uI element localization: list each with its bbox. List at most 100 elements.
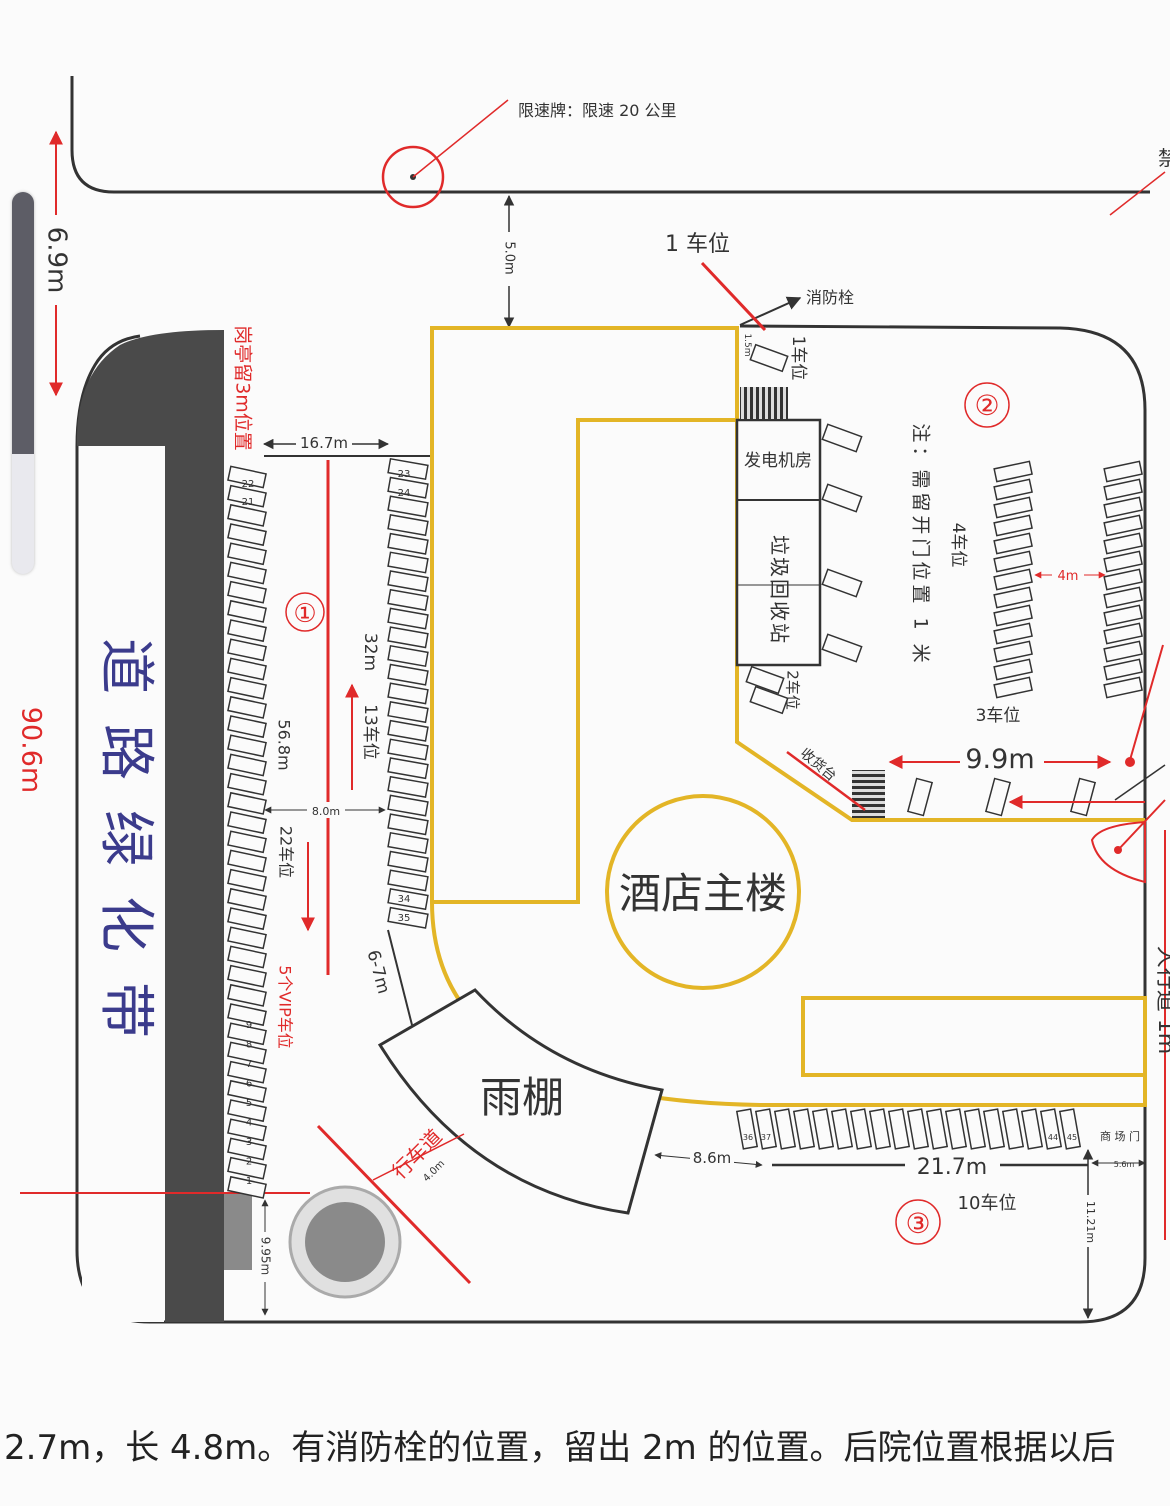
- dim-1-5: 1.5m: [742, 333, 752, 356]
- parking-stall: [387, 719, 429, 742]
- parking-stall: [227, 561, 267, 585]
- dim-32m: 32m: [360, 633, 380, 671]
- parking-stall: [227, 830, 267, 854]
- parking-stall: [993, 514, 1033, 537]
- parking-stall: [1103, 496, 1143, 519]
- kiosk-label: 岗亭留3m位置: [232, 325, 254, 451]
- dim-11-21: 11.21m: [1084, 1201, 1097, 1243]
- hotel-main-tower: [605, 794, 801, 990]
- parking-stall: [993, 478, 1033, 501]
- spot-number: 7: [246, 1059, 252, 1070]
- generator-room: 发电机房: [744, 451, 812, 471]
- scrollbar[interactable]: [12, 192, 34, 574]
- parking-stall: [1020, 1108, 1044, 1150]
- dim-5-0: 5.0m: [502, 241, 517, 274]
- dim-8-6: 8.6m: [693, 1149, 731, 1167]
- parking-stall: [387, 495, 429, 518]
- parking-stall: [773, 1108, 797, 1150]
- parking-stall: [227, 772, 267, 796]
- parking-stall: [849, 1108, 873, 1150]
- parking-stall: [1058, 1108, 1082, 1150]
- parking-stall: [227, 542, 267, 566]
- spot-number: 34: [398, 894, 411, 905]
- dim-90-6: 90.6m: [16, 707, 47, 793]
- door-note: 注：需留开门位置 1 米: [910, 423, 932, 666]
- spot-number: 22: [242, 479, 255, 490]
- caption-text: 2.7m，长 4.8m。有消防栓的位置，留出 2m 的位置。后院位置根据以后: [4, 1428, 1116, 1468]
- parking-stall: [227, 523, 267, 547]
- canopy-label: 雨棚: [480, 1073, 564, 1122]
- stairs-icon: [740, 387, 788, 419]
- parking-stall: [993, 532, 1033, 555]
- parking-stall: [982, 1108, 1006, 1150]
- parking-stall: [227, 753, 267, 777]
- bottom-parking-row: [735, 1108, 1082, 1150]
- parking-stall: [993, 550, 1033, 573]
- parking-stall: [1103, 550, 1143, 573]
- parking-stall: [993, 586, 1033, 609]
- parking-stall: [227, 964, 267, 988]
- parking-stall: [1103, 514, 1143, 537]
- left-parking-row: [227, 465, 267, 1199]
- parking-stall: [387, 457, 429, 481]
- twenty-two-spots: 22车位: [277, 826, 296, 878]
- parking-stall: [830, 1108, 854, 1150]
- parking-stall: [387, 626, 429, 649]
- parking-stall: [227, 1156, 267, 1180]
- canopy: [377, 988, 664, 1215]
- parking-stall: [227, 695, 267, 719]
- parking-stall: [387, 551, 429, 574]
- zone-3-number: ③: [905, 1207, 930, 1240]
- parking-stall: [1069, 777, 1097, 817]
- back-yard-parking: [745, 343, 1143, 817]
- stairs-icon: [852, 770, 885, 818]
- four-spots: 4车位: [948, 523, 968, 568]
- parking-stall: [227, 715, 267, 739]
- scrollbar-thumb[interactable]: [12, 192, 34, 454]
- parking-stall: [227, 1022, 267, 1046]
- spot-number: 2: [246, 1157, 252, 1168]
- parking-stall: [821, 633, 863, 663]
- parking-stall: [821, 483, 863, 513]
- spot-number: 3: [246, 1137, 252, 1148]
- parking-stall: [387, 663, 429, 686]
- parking-stall: [387, 738, 429, 761]
- parking-stall: [749, 343, 789, 373]
- parking-stall: [821, 568, 863, 598]
- parking-stall: [792, 1108, 816, 1150]
- green-belt: [76, 330, 225, 1322]
- parking-stall: [925, 1108, 949, 1150]
- parking-stall: [227, 1041, 267, 1065]
- parking-stall: [387, 775, 429, 798]
- parking-stall: [227, 657, 267, 681]
- spot-number: 44: [1048, 1133, 1058, 1142]
- parking-stall: [227, 619, 267, 643]
- parking-stall: [387, 644, 429, 668]
- parking-stall: [963, 1108, 987, 1150]
- parking-stall: [993, 496, 1033, 519]
- parking-stall: [227, 849, 267, 873]
- parking-stall: [227, 926, 267, 950]
- parking-stall: [227, 599, 267, 623]
- sidewalk-label: 人行道 1m: [1153, 946, 1170, 1054]
- road-edge-line: [70, 76, 1150, 194]
- three-spots: 3车位: [976, 706, 1021, 726]
- dim-21-7: 21.7m: [917, 1155, 987, 1180]
- dim-5-6: 5.6m: [1114, 1160, 1135, 1169]
- parking-stall: [387, 869, 429, 892]
- parking-stall: [387, 794, 429, 817]
- garbage-station: 垃圾回收站: [768, 535, 792, 645]
- one-spot-vertical: 1车位: [788, 336, 808, 381]
- parking-stall: [227, 503, 267, 527]
- parking-stall: [993, 640, 1033, 663]
- parking-stall: [227, 1137, 267, 1161]
- parking-stall: [1103, 658, 1143, 681]
- dim-4m: 4m: [1058, 569, 1079, 584]
- parking-stall: [387, 850, 429, 873]
- no-entry-char: 禁: [1158, 146, 1170, 170]
- parking-stall: [754, 1108, 778, 1150]
- parking-stall: [387, 757, 429, 780]
